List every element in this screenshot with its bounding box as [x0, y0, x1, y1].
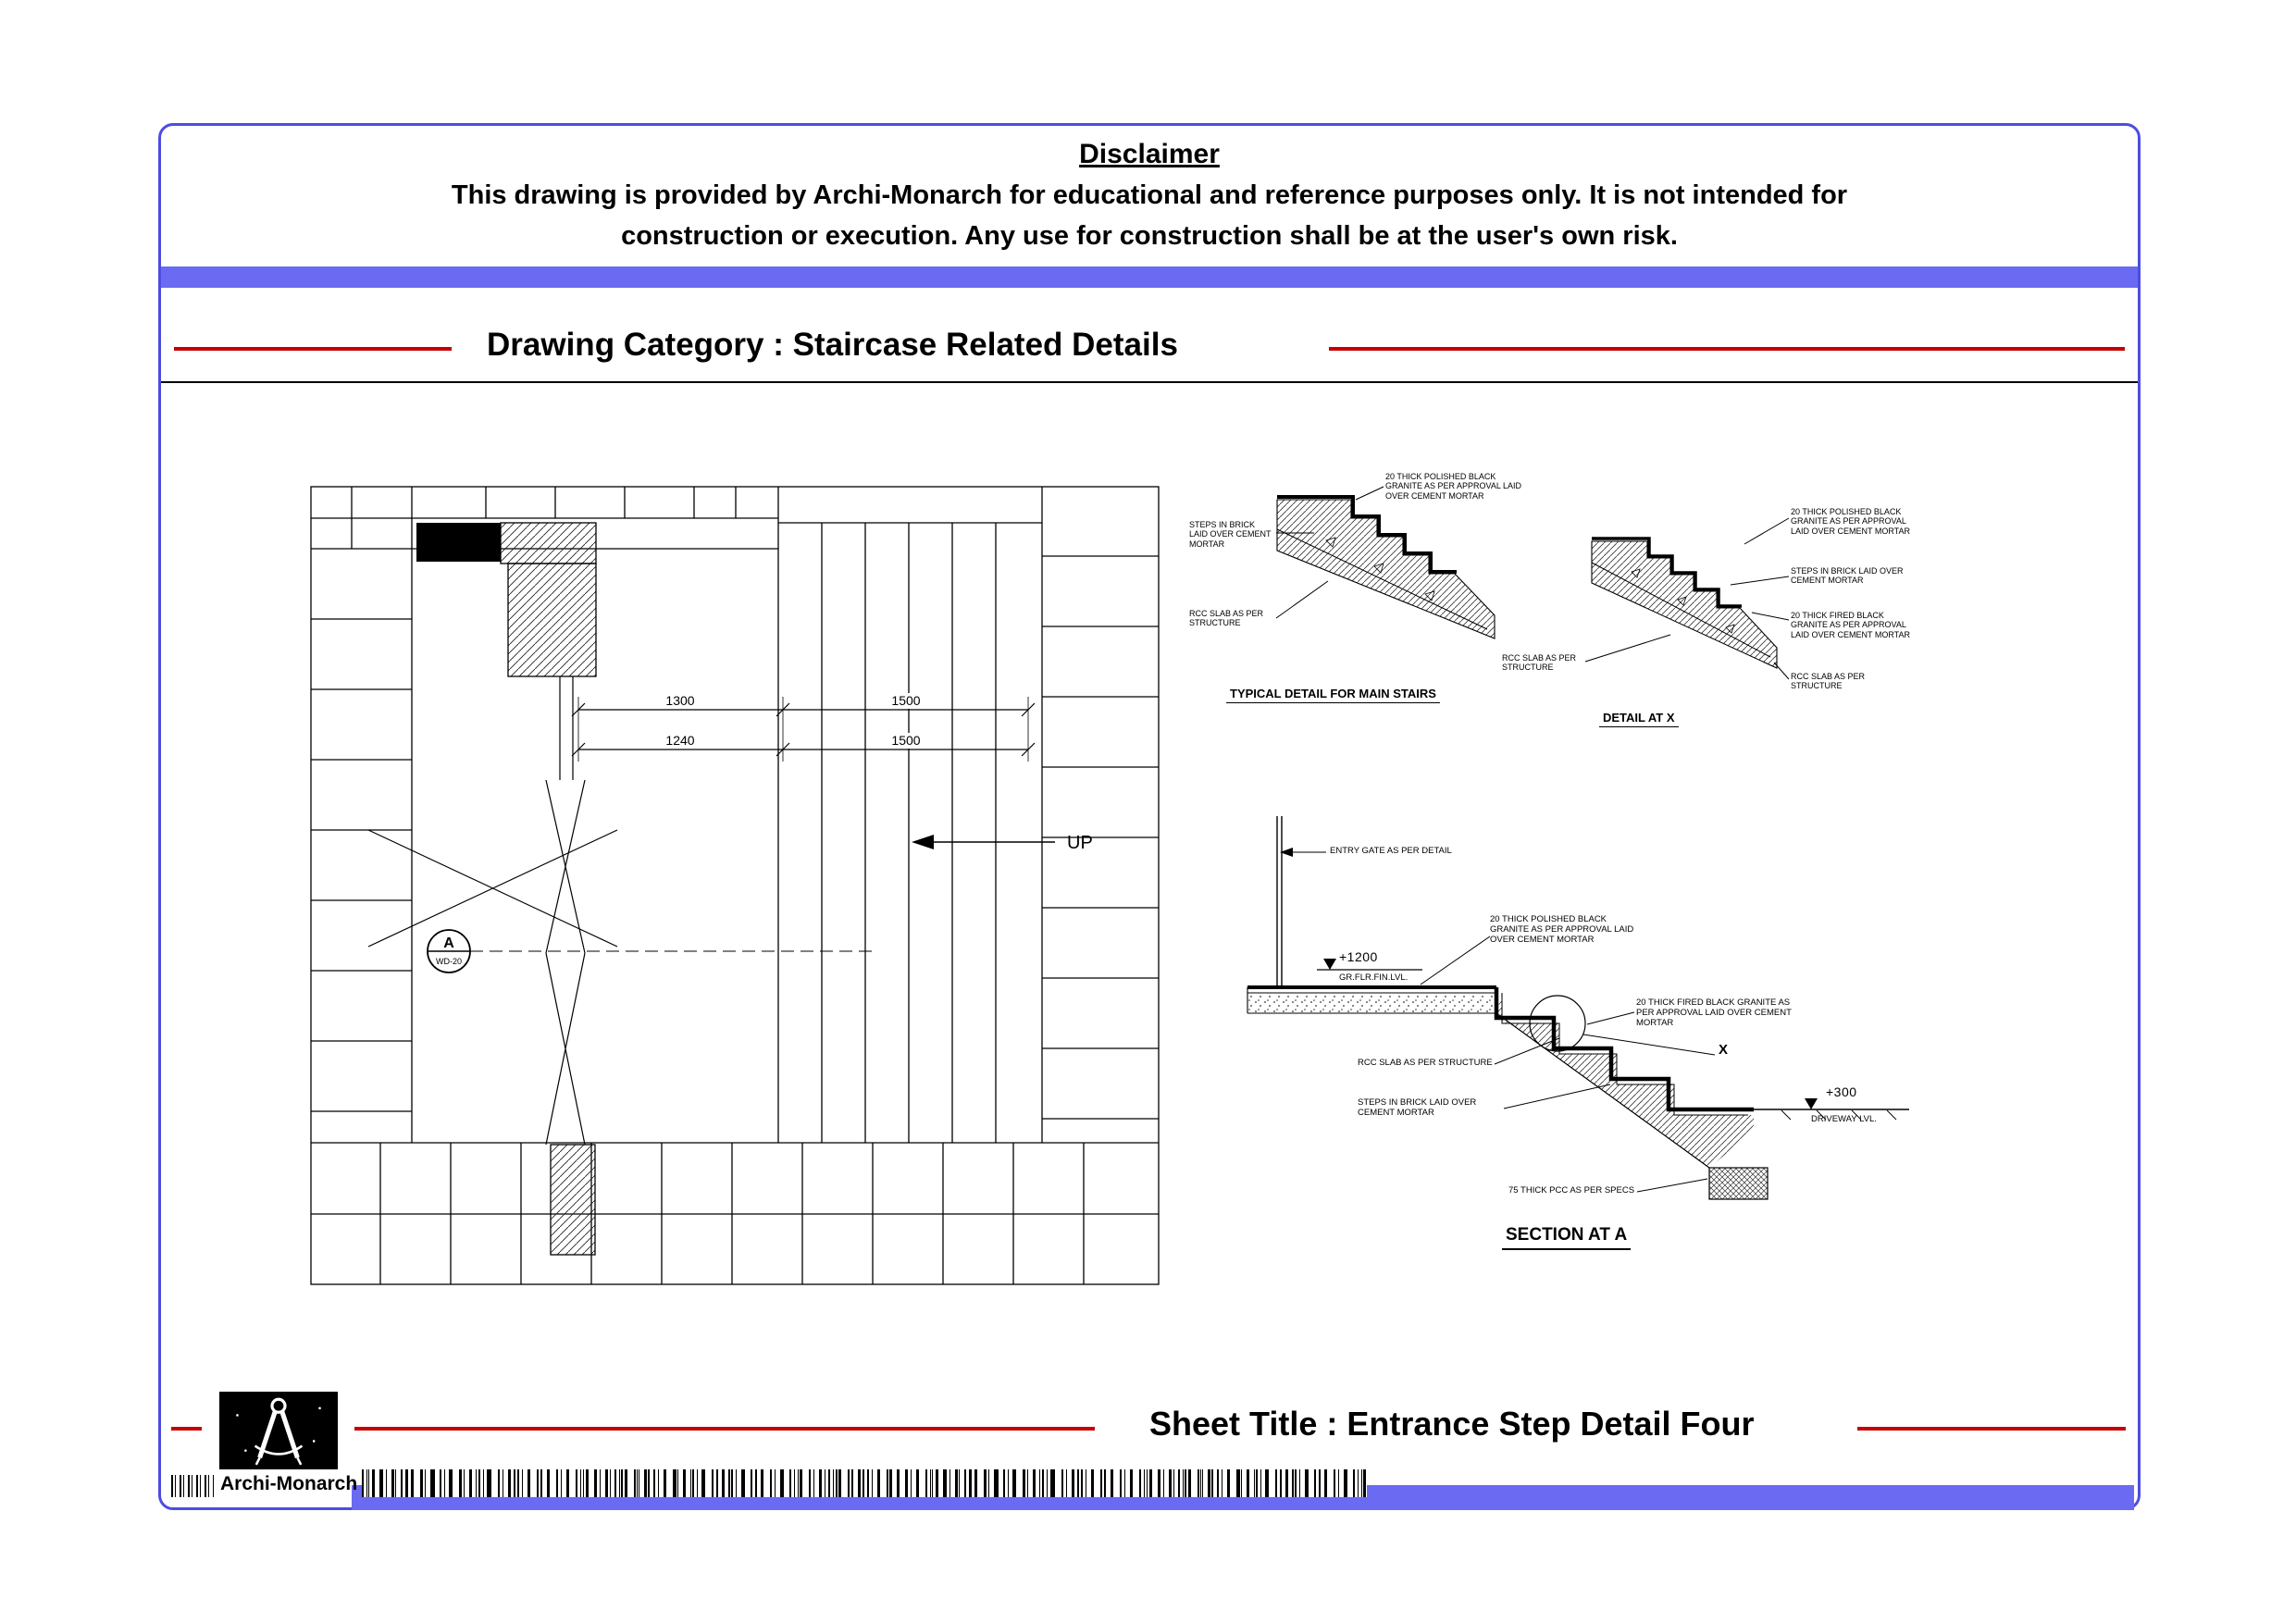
header-divider-line	[161, 381, 2138, 383]
annotation-rcc-slab: RCC SLAB AS PER STRUCTURE	[1189, 609, 1264, 628]
compass-icon	[219, 1392, 338, 1469]
dimension-label: 1240	[665, 733, 694, 748]
annotation-granite-fired: 20 THICK FIRED BLACK GRANITE AS PER APPR…	[1636, 997, 1792, 1029]
x-detail-label: X	[1719, 1042, 1729, 1058]
section-a-title: SECTION AT A	[1502, 1225, 1632, 1250]
annotation-steps-brick: STEPS IN BRICK LAID OVER CEMENT MORTAR	[1189, 520, 1272, 549]
annotation-entry-gate: ENTRY GATE AS PER DETAIL	[1330, 846, 1452, 856]
disclaimer-line-1: This drawing is provided by Archi-Monarc…	[451, 180, 1848, 210]
up-label: UP	[1067, 833, 1093, 853]
typical-detail-title: TYPICAL DETAIL FOR MAIN STAIRS	[1226, 687, 1440, 703]
sheet-title: Sheet Title : Entrance Step Detail Four	[1149, 1405, 1755, 1443]
drawing-category-title: Drawing Category : Staircase Related Det…	[487, 327, 1178, 363]
annotation-granite-polished: 20 THICK POLISHED BLACK GRANITE AS PER A…	[1385, 472, 1522, 501]
footer-red-rule-mid	[354, 1427, 1095, 1431]
category-red-rule-left	[174, 347, 452, 351]
annotation-granite-fired: 20 THICK FIRED BLACK GRANITE AS PER APPR…	[1791, 611, 1911, 639]
barcode	[362, 1469, 1367, 1497]
level-floor-label: GR.FLR.FIN.LVL.	[1339, 973, 1409, 983]
footer-red-rule-right	[1857, 1427, 2126, 1431]
detail-at-x	[1584, 517, 1790, 680]
annotation-granite-polished: 20 THICK POLISHED BLACK GRANITE AS PER A…	[1490, 914, 1634, 946]
dimension-label: 1500	[891, 733, 920, 748]
annotation-granite-polished: 20 THICK POLISHED BLACK GRANITE AS PER A…	[1791, 507, 1911, 536]
archi-monarch-logo	[219, 1392, 338, 1469]
wall-hatch-a	[500, 522, 597, 564]
wall-block-solid	[416, 523, 501, 562]
annotation-rcc-slab: RCC SLAB AS PER STRUCTURE	[1791, 672, 1866, 691]
level-driveway-label: DRIVEWAY LVL.	[1811, 1114, 1877, 1124]
disclaimer-line-2: construction or execution. Any use for c…	[621, 221, 1678, 251]
typical-stair-detail	[1275, 486, 1496, 639]
category-red-rule-right	[1329, 347, 2125, 351]
disclaimer-title: Disclaimer	[1079, 139, 1220, 169]
annotation-rcc-slab: RCC SLAB AS PER STRUCTURE	[1502, 653, 1577, 673]
header-blue-bar	[161, 266, 2138, 288]
section-marker-letter: A	[443, 935, 454, 951]
stair-details-drawing	[1247, 486, 1909, 1200]
brand-name: Archi-Monarch	[220, 1473, 358, 1494]
mini-barcode	[171, 1475, 214, 1497]
wall-hatch-c	[550, 1144, 596, 1256]
level-floor-value: +1200	[1339, 949, 1378, 964]
stair-details: 20 THICK POLISHED BLACK GRANITE AS PER A…	[1189, 472, 1925, 1286]
section-marker-code: WD-20	[436, 957, 462, 966]
annotation-steps-brick: STEPS IN BRICK LAID OVER CEMENT MORTAR	[1791, 566, 1904, 586]
level-driveway-value: +300	[1826, 1084, 1857, 1099]
sheet-frame: Disclaimer This drawing is provided by A…	[158, 123, 2141, 1510]
annotation-rcc-slab: RCC SLAB AS PER STRUCTURE	[1358, 1058, 1493, 1068]
dimension-label: 1300	[665, 693, 694, 708]
annotation-pcc: 75 THICK PCC AS PER SPECS	[1508, 1185, 1635, 1196]
annotation-steps-brick: STEPS IN BRICK LAID OVER CEMENT MORTAR	[1358, 1097, 1477, 1119]
entrance-plan: A WD-20 1300 1500 1240 1500 UP	[310, 486, 1160, 1286]
wall-hatch-b	[507, 563, 597, 677]
footer-red-rule-left	[171, 1427, 202, 1431]
dimension-label: 1500	[891, 693, 920, 708]
section-at-a	[1247, 816, 1909, 1200]
detail-at-x-title: DETAIL AT X	[1599, 711, 1679, 727]
entrance-plan-drawing: A WD-20 1300 1500 1240 1500 UP	[310, 486, 1160, 1285]
gate-swing-symbol	[367, 676, 618, 1146]
